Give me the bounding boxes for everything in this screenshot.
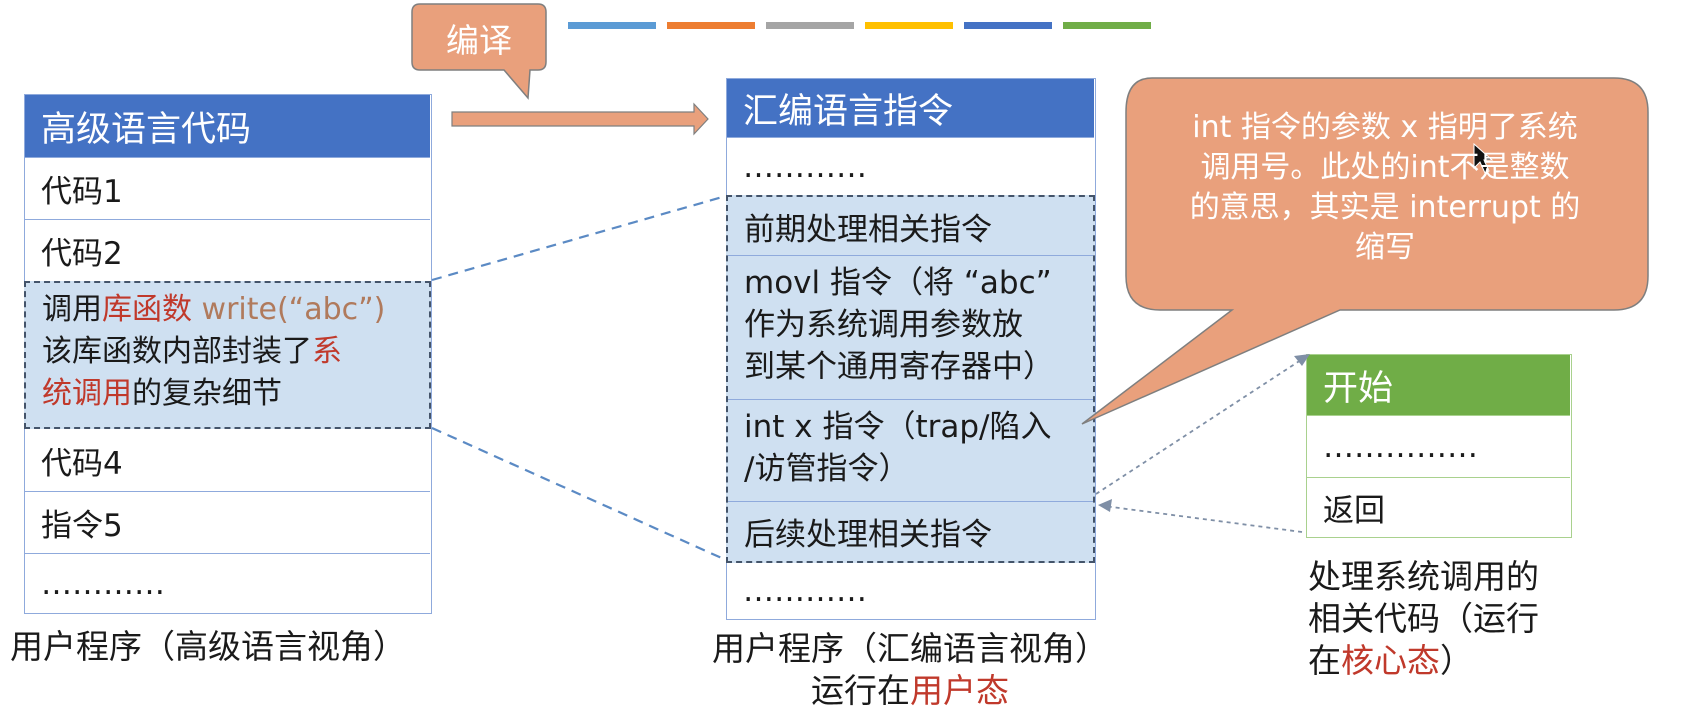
list-item: 代码2 [25,219,430,281]
legend-color-bar [568,22,656,29]
assembly-bottom-dots: ………… [743,573,867,609]
list-item: ………… [25,553,430,613]
library-call-line3: 统调用的复杂细节 [42,376,282,411]
assembly-table: 汇编语言指令 ………… 前期处理相关指令 movl 指令（将 “abc” 作为系… [726,78,1096,620]
legend-color-bar [865,22,953,29]
int-x-line: int x 指令（trap/陷入 [744,409,1052,445]
post-instructions: 后续处理相关指令 [728,501,1093,561]
library-call-line2: 该库函数内部封装了系 [42,334,342,369]
assembly-top-dots: ………… [727,137,1094,195]
compile-arrow [451,102,709,136]
assembly-caption: 用户程序（汇编语言视角） 运行在用户态 [690,628,1130,712]
high-level-caption: 用户程序（高级语言视角） [10,627,406,666]
kernel-caption-line1: 处理系统调用的 [1308,557,1539,596]
assembly-caption-line2: 运行在用户态 [811,671,1009,710]
kernel-table: 开始 …………… 返回 [1306,354,1572,538]
list-item: 代码4 [41,445,123,482]
list-item: 指令5 [25,491,430,553]
kernel-return: 返回 [1307,477,1570,537]
kernel-caption-line3: 在核心态） [1308,641,1473,680]
int-x-line: /访管指令） [744,451,910,487]
legend-color-bar [766,22,854,29]
syscall-block: 前期处理相关指令 movl 指令（将 “abc” 作为系统调用参数放 到某个通用… [726,195,1095,563]
int-x-instruction: int x 指令（trap/陷入 /访管指令） [728,399,1093,501]
callout-line: int 指令的参数 x 指明了系统 [1192,110,1578,145]
connector-bottom [431,426,727,562]
legend-color-bar [1063,22,1151,29]
compile-label: 编译 [446,21,512,60]
kernel-caption: 处理系统调用的 相关代码（运行 在核心态） [1308,556,1608,682]
legend-color-bar [964,22,1052,29]
pre-instructions: 前期处理相关指令 [744,211,992,248]
kernel-caption-line2: 相关代码（运行 [1308,599,1539,638]
assembly-caption-line1: 用户程序（汇编语言视角） [712,629,1108,668]
callout-line: 缩写 [1355,230,1415,265]
legend-color-bar [667,22,755,29]
movl-line: 到某个通用寄存器中） [744,349,1054,385]
callout-line: 调用号。此处的int不是整数 [1200,150,1570,185]
library-call-row: 调用库函数 write(“abc”) 该库函数内部封装了系 统调用的复杂细节 [24,281,431,429]
int-callout-text: int 指令的参数 x 指明了系统 调用号。此处的int不是整数 的意思，其实是… [1140,108,1630,268]
high-level-header: 高级语言代码 [25,95,430,157]
movl-line: movl 指令（将 “abc” [744,265,1052,301]
callout-line: 的意思，其实是 interrupt 的 [1189,190,1581,225]
arrow-to-start [1095,357,1305,495]
list-item: 代码1 [25,157,430,219]
connector-top [431,194,727,282]
arrow-from-return [1103,505,1303,533]
movl-line: 作为系统调用参数放 [744,307,1023,343]
assembly-header: 汇编语言指令 [727,79,1094,137]
library-call-line1: 调用库函数 write(“abc”) [42,292,386,327]
kernel-header: 开始 [1307,355,1570,415]
movl-instruction: movl 指令（将 “abc” 作为系统调用参数放 到某个通用寄存器中） [728,255,1093,399]
high-level-table: 高级语言代码 代码1 代码2 调用库函数 write(“abc”) 该库函数内部… [24,94,432,614]
kernel-dots: …………… [1307,415,1570,477]
